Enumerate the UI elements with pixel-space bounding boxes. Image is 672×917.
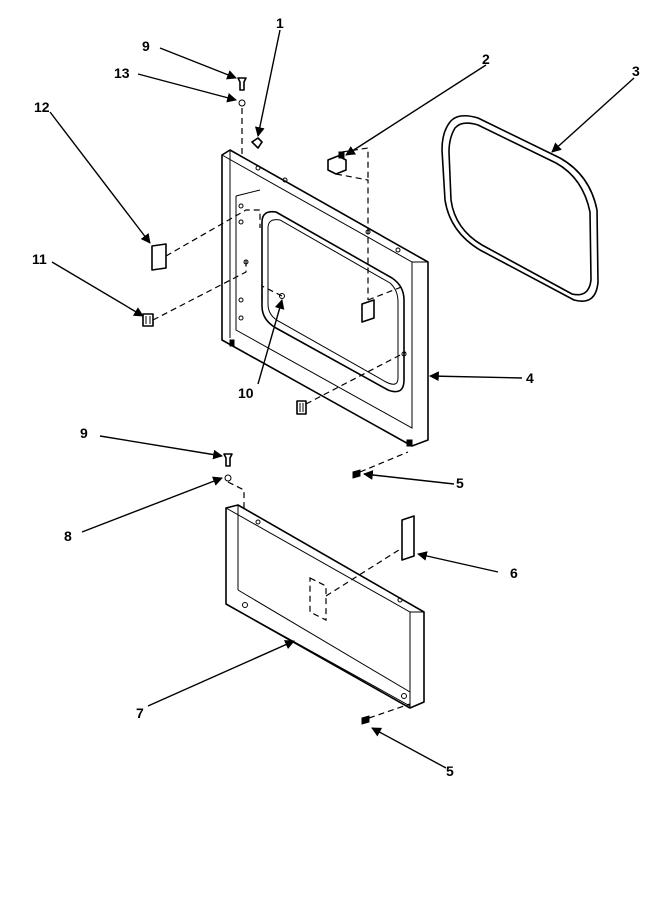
callout-9a: 9	[142, 38, 150, 54]
lower-panel	[225, 504, 425, 709]
callout-12: 12	[34, 99, 50, 115]
front-panel	[221, 149, 429, 447]
screw-5b	[361, 715, 370, 725]
screw-5a	[352, 469, 361, 479]
label-left	[151, 243, 167, 271]
assembly-lines	[152, 108, 411, 719]
washer	[238, 99, 246, 107]
callout-10: 10	[238, 385, 254, 401]
callout-6: 6	[510, 565, 518, 581]
callout-13: 13	[114, 65, 130, 81]
catch	[296, 400, 307, 415]
callout-5b: 5	[446, 763, 454, 779]
striker	[142, 313, 154, 327]
callout-5a: 5	[456, 475, 464, 491]
screw-mid	[223, 453, 233, 467]
leaders	[49, 29, 635, 769]
label-lower	[401, 515, 415, 561]
callout-1: 1	[276, 15, 284, 31]
washer-lower	[224, 474, 232, 482]
top-clip	[251, 137, 263, 149]
door-seal	[441, 114, 599, 302]
screw-top	[237, 77, 247, 91]
label-right	[361, 299, 375, 323]
callout-11: 11	[32, 251, 47, 267]
callout-7: 7	[136, 705, 144, 721]
callout-9b: 9	[80, 425, 88, 441]
hinge-bracket	[327, 151, 347, 175]
callout-3: 3	[632, 63, 640, 79]
callout-8: 8	[64, 528, 72, 544]
pin	[279, 293, 285, 299]
callout-2: 2	[482, 51, 490, 67]
callout-4: 4	[526, 370, 534, 386]
